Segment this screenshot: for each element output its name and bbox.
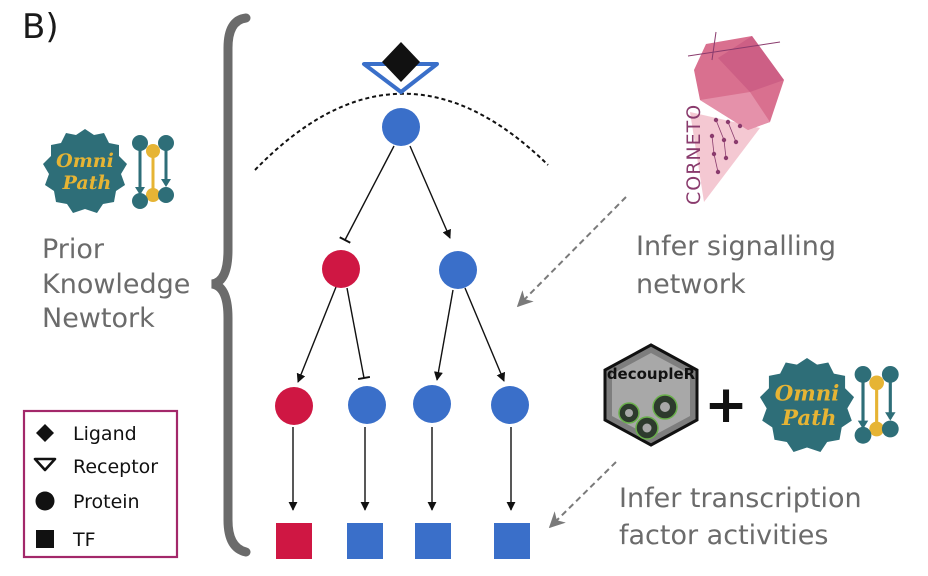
triangle-down-icon (33, 457, 57, 472)
omnipath-word-omni: Omni (775, 382, 840, 407)
omnipath-logo: Omni Path (759, 357, 855, 453)
prior-knowledge-line-3: Newtork (42, 303, 155, 334)
network-edges (288, 145, 516, 511)
tf-node-red (276, 523, 312, 559)
infer-tf-label: Infer transcription factor activities (619, 483, 870, 551)
corneto-gem-facet (700, 92, 770, 130)
dashed-arrow-tf (548, 461, 617, 529)
diamond-icon (36, 424, 54, 442)
decoupler-wordmark: decoupleR (607, 365, 696, 383)
decoupler-logo: decoupleR (603, 343, 699, 447)
omnipath-word-path: Path (62, 172, 112, 194)
curly-brace (210, 13, 251, 557)
protein-node-red (275, 387, 313, 425)
corneto-inner-network (709, 117, 743, 175)
infer-signalling-label: Infer signalling network (636, 231, 845, 300)
omnipath-word-omni: Omni (56, 150, 114, 172)
panel-label: B) (22, 7, 59, 47)
protein-node-blue (348, 386, 386, 424)
edge-inhibition (339, 145, 395, 244)
edge-inhibition (346, 287, 371, 381)
infer-tf-line-1: Infer transcription (619, 483, 862, 514)
protein-node-blue (439, 251, 477, 289)
prior-knowledge-label: Prior Knowledge Newtork (42, 234, 199, 334)
edge-activation (433, 289, 454, 381)
mini-network-icon (854, 366, 899, 444)
mini-network-icon (132, 135, 174, 209)
infer-signalling-line-1: Infer signalling (636, 231, 836, 262)
legend-item-ligand: Ligand (73, 423, 137, 445)
legend-item-protein: Protein (73, 491, 140, 513)
legend-item-receptor: Receptor (73, 456, 158, 478)
legend-item-tf: TF (72, 529, 96, 551)
ligand-icon (382, 42, 420, 82)
corneto-logo: CORNETO (683, 31, 784, 205)
protein-node-blue (413, 385, 451, 423)
omnipath-logo: Omni Path (43, 129, 127, 213)
infer-tf-line-2: factor activities (619, 520, 828, 551)
corneto-gem-facet (718, 36, 784, 92)
omnipath-word-path: Path (781, 406, 836, 431)
tf-node-blue (494, 523, 530, 559)
omnipath-badge (759, 357, 855, 453)
corneto-wordmark: CORNETO (683, 104, 705, 205)
legend: Ligand Receptor Protein TF (22, 409, 179, 559)
edge-activation (464, 287, 506, 382)
infer-signalling-line-2: network (636, 269, 746, 300)
edge-activation (409, 145, 451, 239)
dashed-arrow-signalling (516, 196, 627, 308)
edge-activation (296, 286, 337, 383)
protein-node-red (322, 250, 360, 288)
protein-node-receptor (382, 108, 420, 146)
prior-knowledge-line-2: Knowledge (42, 269, 190, 300)
square-icon (36, 530, 54, 548)
circle-icon (35, 491, 55, 511)
omnipath-badge (43, 129, 127, 213)
prior-knowledge-line-1: Prior (42, 234, 105, 265)
protein-node-blue (491, 386, 529, 424)
tf-node-blue (347, 523, 383, 559)
plus-sign: + (704, 375, 748, 435)
tf-node-blue (415, 523, 451, 559)
